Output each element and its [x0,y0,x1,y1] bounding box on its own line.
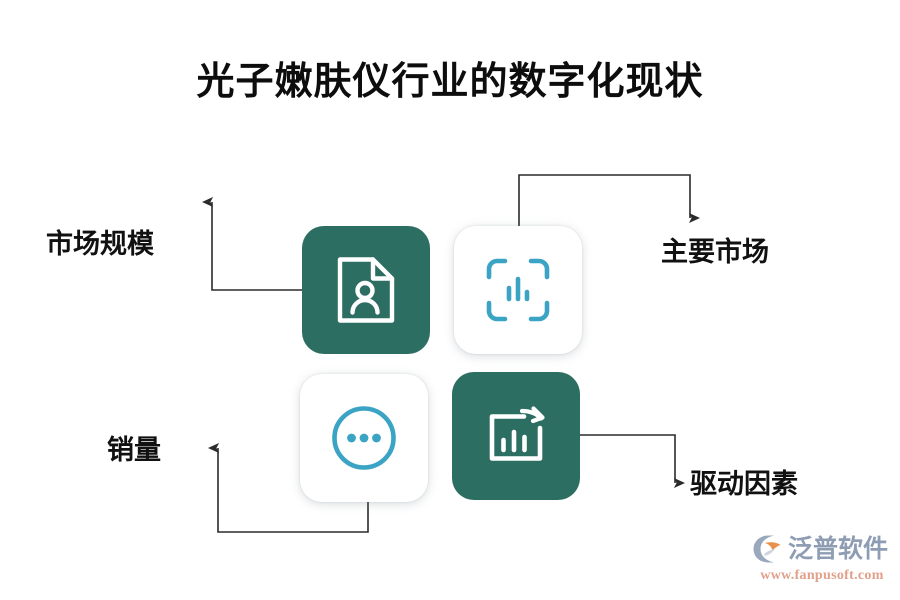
label-market-size: 市场规模 [46,229,154,259]
bar-chart-arrow-icon [489,406,545,461]
card-sales-volume[interactable] [300,374,428,502]
card-driving-factors[interactable] [452,372,580,500]
label-sales-volume: 销量 [107,435,161,465]
bar-chart-frame-icon [486,258,550,322]
label-main-market: 主要市场 [661,237,769,267]
watermark-brand-row: 泛普软件 [752,534,892,564]
label-driving-factors: 驱动因素 [690,469,798,499]
document-person-icon [337,257,395,323]
connector-driving-factors [580,434,686,489]
watermark-url: www.fanpusoft.com [760,568,884,583]
page-title: 光子嫩肤仪行业的数字化现状 [196,61,704,103]
watermark: 泛普软件 www.fanpusoft.com [752,534,892,592]
card-main-market[interactable] [454,226,582,354]
fanpu-logo-icon [753,535,781,563]
connector-main-market [518,174,701,226]
circle-ellipsis-icon [332,406,396,470]
watermark-brand: 泛普软件 [788,534,889,563]
card-market-size[interactable] [302,226,430,354]
connector-market-size [201,196,302,291]
